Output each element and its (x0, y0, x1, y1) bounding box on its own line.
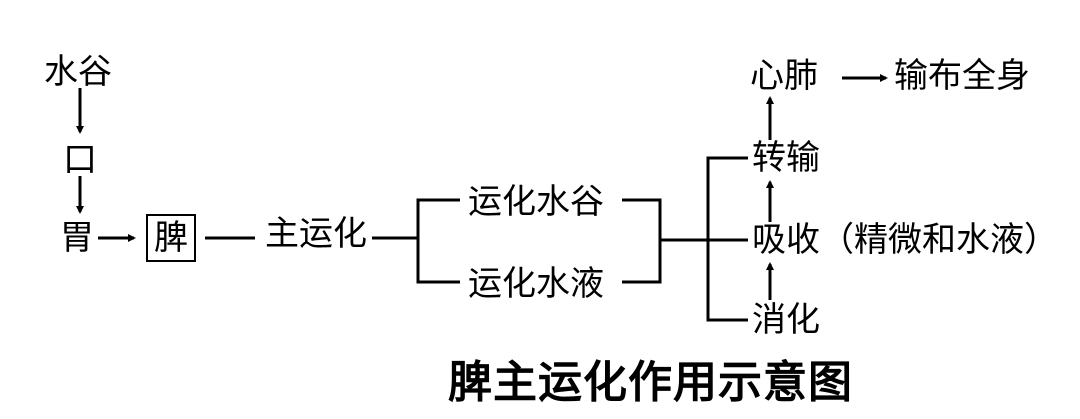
node-zhu-yunhua: 主运化 (265, 214, 367, 254)
node-xinfei: 心肺 (750, 56, 818, 96)
node-shubu-quanshen: 输布全身 (894, 56, 1030, 96)
node-zhuanshu: 转输 (752, 138, 820, 178)
node-shuigu: 水谷 (44, 52, 112, 92)
node-wei: 胃 (60, 218, 94, 258)
left-bracket (416, 198, 460, 284)
right-bracket (622, 198, 662, 284)
node-pi: 脾 (146, 214, 196, 262)
node-xishou: 吸收（精微和水液） (752, 220, 1058, 260)
node-kou: 口 (63, 140, 97, 180)
node-yunhua-shuigu: 运化水谷 (468, 182, 604, 222)
node-xiaohua: 消化 (752, 300, 820, 340)
diagram-caption: 脾主运化作用示意图 (448, 357, 853, 408)
node-yunhua-shuiye: 运化水液 (468, 264, 604, 304)
